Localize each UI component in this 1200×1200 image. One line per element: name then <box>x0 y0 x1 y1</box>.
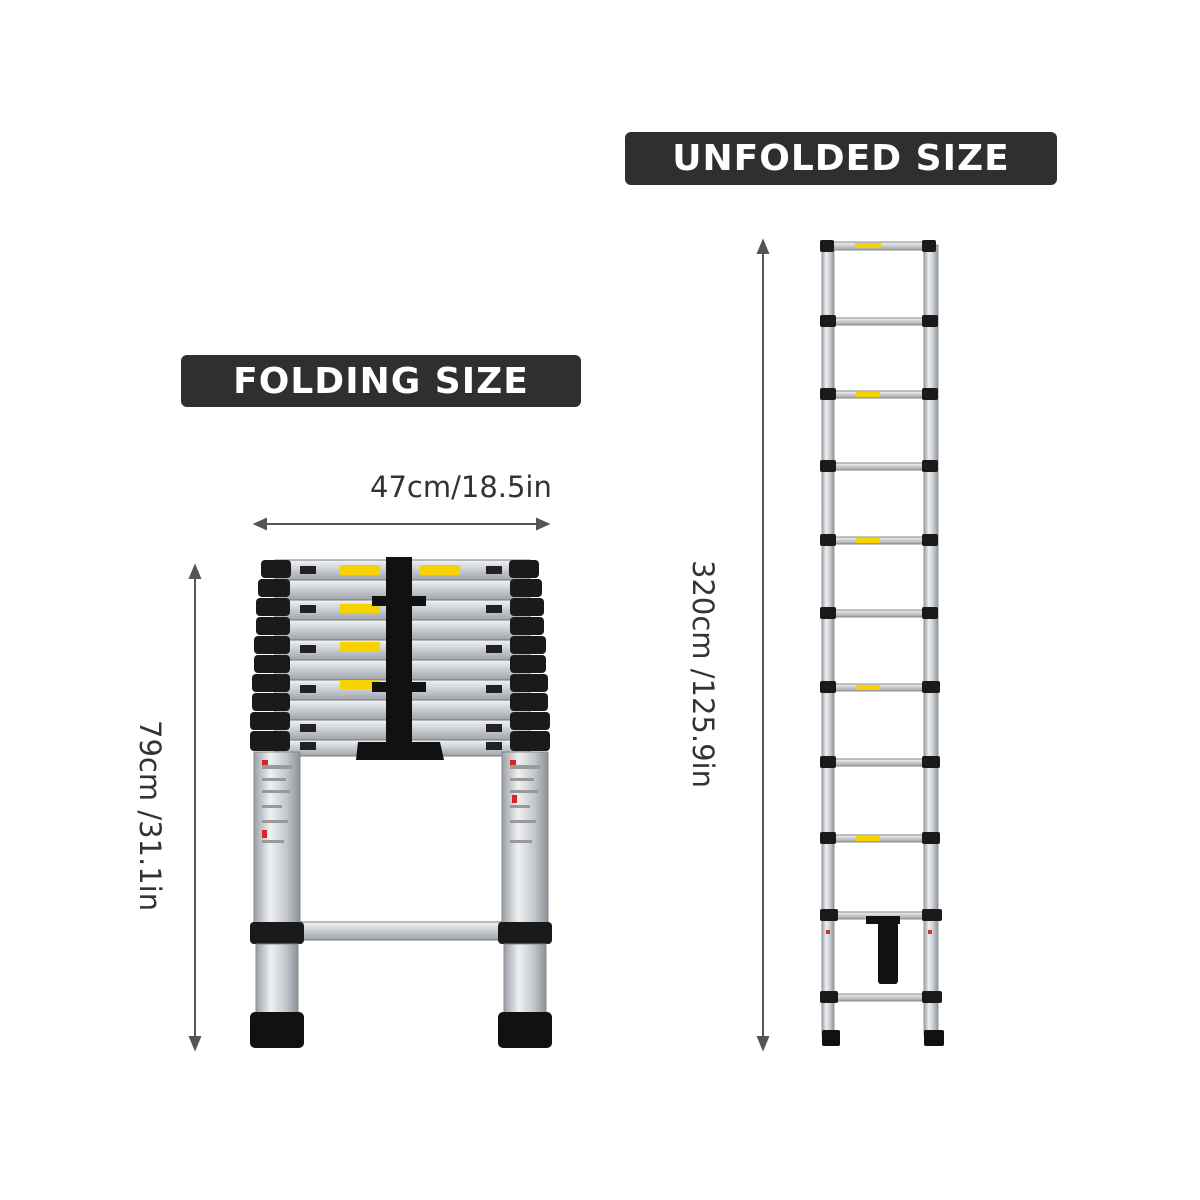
folded-left-foot <box>250 1012 304 1048</box>
folded-right-caps <box>509 560 550 751</box>
folded-left-caps <box>250 560 291 751</box>
folded-right-foot <box>498 1012 552 1048</box>
folded-bottom-rung <box>299 921 503 941</box>
unfolded-size-badge: UNFOLDED SIZE <box>625 132 1057 185</box>
unfolded-size-text: UNFOLDED SIZE <box>672 138 1010 179</box>
unfolded-warning-labels <box>855 243 881 841</box>
folded-width-label: 47cm/18.5in <box>370 470 552 504</box>
folded-strap <box>356 557 444 760</box>
folded-warning-labels <box>340 565 460 689</box>
unfolded-height-arrow <box>756 238 770 1052</box>
folded-left-stile <box>253 751 301 928</box>
unfolded-left-foot <box>822 1030 840 1046</box>
unfolded-strap <box>866 916 900 984</box>
folded-width-arrow <box>252 517 551 531</box>
folded-ladder <box>250 557 552 1048</box>
unfolded-rungs <box>825 241 939 1002</box>
folding-size-text: FOLDING SIZE <box>233 360 529 402</box>
unfolded-ladder <box>820 240 944 1046</box>
folding-size-badge: FOLDING SIZE <box>181 355 581 407</box>
unfolded-right-foot <box>924 1030 944 1046</box>
folded-height-arrow <box>188 563 202 1052</box>
unfolded-joint-caps <box>820 240 942 1003</box>
folded-right-stile <box>501 751 549 928</box>
